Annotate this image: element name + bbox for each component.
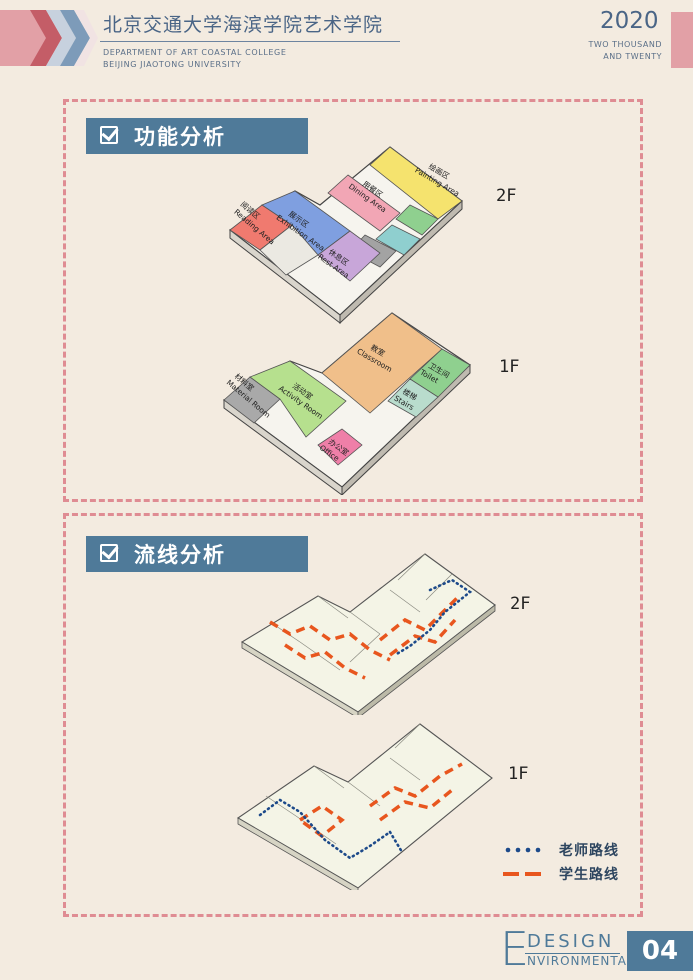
room-stairs-1f [387,378,439,418]
function-plan-1f: 教室Classroom 卫生间Toilet 材料室Material Room 活… [222,312,471,495]
header-chevron-logo [0,10,98,66]
route-legend: 老师路线 学生路线 [503,838,619,886]
function-analysis-panel [63,99,643,502]
room-dining-2f [327,174,401,232]
floor-label-2f: 2F [496,186,517,206]
header-subtitle-2: BEIJING JIAOTONG UNIVERSITY [103,60,242,69]
circulation-plan-2f [240,553,496,715]
circulation-analysis-panel [63,513,643,917]
circulation-analysis-title: 流线分析 [86,536,308,572]
circulation-floor-label-1f: 1F [508,764,529,784]
header-rule [100,41,400,42]
page-number: 04 [627,931,693,971]
legend-label: 学生路线 [559,867,619,883]
circulation-analysis-title-text: 流线分析 [134,543,226,567]
room-activity-1f [249,360,347,438]
function-plan-2f: 绘画区Painting Area 用餐区Dining Area 阅读区Readi… [228,146,463,325]
footer-environmental: NVIRONMENTAL [527,954,635,968]
header-subtitle-1: DEPARTMENT OF ART COASTAL COLLEGE [103,48,287,57]
legend-teacher-route: 老师路线 [503,838,619,862]
dashed-line-icon [503,872,543,876]
floor-label-1f: 1F [499,357,520,377]
function-analysis-title-text: 功能分析 [134,125,226,149]
footer-rule [525,953,620,954]
room-office-1f [317,428,363,466]
legend-label: 老师路线 [559,843,619,859]
circulation-plan-1f [236,723,493,890]
year-text-2: AND TWENTY [603,52,662,61]
year-accent-bar [671,12,693,68]
footer-design: DESIGN [527,931,615,952]
room-classroom-1f [321,312,443,414]
checkbox-icon [100,544,118,562]
header-title: 北京交通大学海滨学院艺术学院 [103,14,384,36]
legend-student-route: 学生路线 [503,862,619,886]
circulation-floor-label-2f: 2F [510,594,531,614]
function-analysis-title: 功能分析 [86,118,308,154]
room-rest-2f [317,230,381,282]
footer-letter-e: E [500,922,530,976]
year: 2020 [600,8,659,34]
year-text-1: TWO THOUSAND [588,40,662,49]
dotted-line-icon [503,847,543,853]
checkbox-icon [100,126,118,144]
